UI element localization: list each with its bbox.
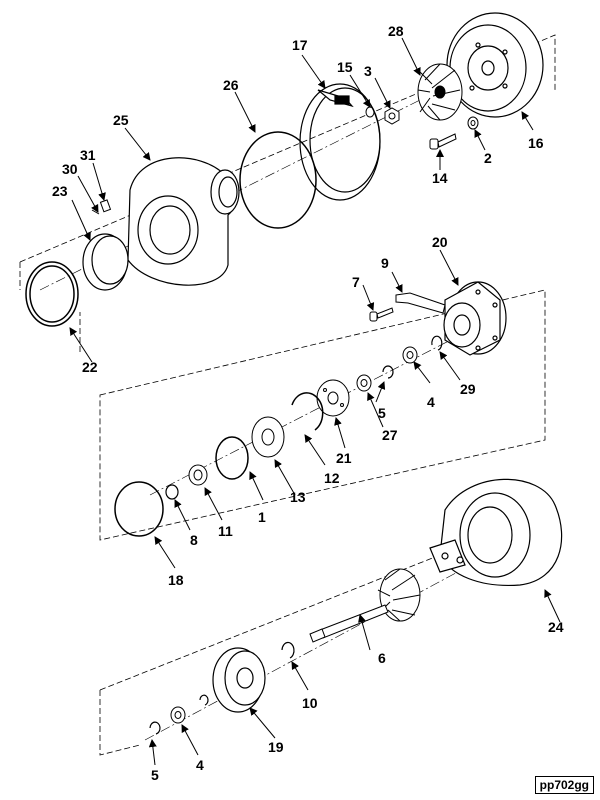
- callout-8: 8: [190, 532, 198, 548]
- callout-1: 1: [258, 509, 266, 525]
- snap-ring-10: [281, 641, 295, 659]
- v-band-clamp: [299, 83, 381, 201]
- callout-23: 23: [52, 183, 68, 199]
- bearing-4-lower: [170, 706, 186, 724]
- callout-12: 12: [324, 470, 340, 486]
- callout-3: 3: [364, 63, 372, 79]
- callout-16: 16: [528, 135, 544, 151]
- backplate: [446, 12, 544, 118]
- screw: [369, 307, 394, 322]
- washer: [467, 116, 479, 130]
- bolt: [429, 133, 457, 150]
- seal-plate: [212, 647, 266, 713]
- callout-13: 13: [290, 489, 306, 505]
- compressor-housing: [127, 157, 240, 286]
- snap-ring-small-lower: [199, 694, 209, 706]
- callouts: 1 2 3 4 4 5 5 6 7 8 9 10 11 12 13 14 15 …: [52, 23, 564, 783]
- callout-2: 2: [484, 150, 492, 166]
- callout-17: 17: [292, 37, 308, 53]
- callout-9: 9: [381, 255, 389, 271]
- o-ring-1: [215, 436, 249, 480]
- callout-4-lower: 4: [196, 757, 204, 773]
- diffuser-ring: [82, 233, 129, 291]
- bearing-housing: [443, 281, 507, 356]
- callout-20: 20: [432, 234, 448, 250]
- callout-5-middle: 5: [378, 405, 386, 421]
- assembly-outline-middle: [99, 289, 546, 541]
- assembly-outline-bottom: [79, 312, 441, 756]
- snap-ring-5-lower: [149, 721, 161, 735]
- callout-11: 11: [218, 523, 233, 539]
- callout-14: 14: [432, 170, 448, 186]
- o-ring-18: [114, 481, 164, 537]
- callout-29: 29: [460, 381, 476, 397]
- turbine-housing: [429, 478, 563, 587]
- thrust-collar: [251, 416, 285, 458]
- retaining-ring-12: [291, 392, 324, 431]
- callout-19: 19: [268, 739, 284, 755]
- o-ring-large: [239, 131, 317, 229]
- compressor-wheel: [417, 63, 463, 121]
- snap-ring-5-upper: [382, 365, 394, 379]
- seal-27: [356, 374, 372, 392]
- callout-4-middle: 4: [427, 394, 435, 410]
- callout-22: 22: [82, 359, 98, 375]
- callout-28: 28: [388, 23, 404, 39]
- callout-31: 31: [80, 147, 96, 163]
- callout-24: 24: [548, 619, 564, 635]
- turbine-wheel-shaft: [309, 568, 421, 643]
- callout-7: 7: [352, 274, 360, 290]
- callout-5-lower: 5: [151, 767, 159, 783]
- thrust-plate: [316, 379, 350, 417]
- callout-26: 26: [223, 77, 239, 93]
- bracket: [395, 292, 446, 314]
- callout-30: 30: [62, 161, 78, 177]
- callout-10: 10: [302, 695, 318, 711]
- callout-18: 18: [168, 572, 184, 588]
- callout-25: 25: [113, 112, 129, 128]
- bearing-4-upper: [402, 346, 418, 364]
- callout-6: 6: [378, 650, 386, 666]
- callout-21: 21: [336, 450, 352, 466]
- figure-reference-code: pp702gg: [534, 776, 594, 794]
- piston-ring-8: [165, 484, 179, 500]
- leader-lines: [69, 37, 561, 766]
- seal-ring: [25, 261, 79, 327]
- sleeve: [188, 464, 208, 486]
- callout-27: 27: [382, 427, 398, 443]
- retaining-ring-29: [431, 335, 443, 351]
- nut: [384, 107, 400, 125]
- callout-15: 15: [337, 59, 353, 75]
